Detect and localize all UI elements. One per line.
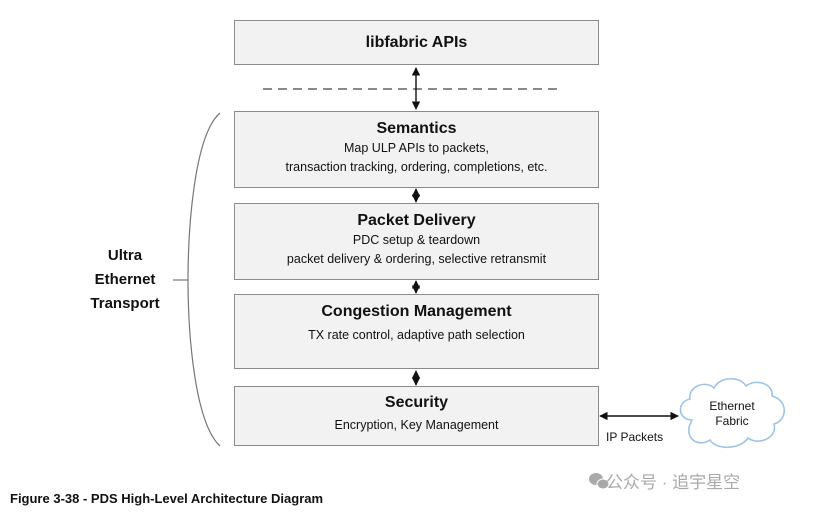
congestion-management-desc-line-1: TX rate control, adaptive path selection (308, 328, 525, 342)
ethernet-fabric-label: Ethernet Fabric (684, 399, 780, 429)
ultra-ethernet-transport-label: Ultra Ethernet Transport (80, 244, 170, 316)
ultra-ethernet-transport-brace (187, 112, 221, 447)
libfabric-apis-box: libfabric APIs (234, 20, 599, 65)
packet-delivery-title: Packet Delivery (357, 212, 476, 229)
packet-delivery-layer-box: Packet Delivery PDC setup & teardown pac… (234, 203, 599, 280)
semantics-title: Semantics (376, 120, 457, 137)
semantics-desc-line-2: transaction tracking, ordering, completi… (285, 160, 548, 174)
figure-caption: Figure 3-38 - PDS High-Level Architectur… (10, 491, 324, 506)
semantics-desc-line-1: Map ULP APIs to packets, (344, 141, 489, 155)
security-title: Security (384, 394, 449, 411)
ethernet-fabric-cloud (679, 377, 786, 449)
congestion-management-layer-box: Congestion Management TX rate control, a… (234, 294, 599, 369)
transport-label-line-3: Transport (90, 295, 160, 312)
packet-delivery-desc-line-2: packet delivery & ordering, selective re… (286, 252, 547, 266)
semantics-layer-box: Semantics Map ULP APIs to packets, trans… (234, 111, 599, 188)
watermark: 公众号 · 追宇星空 (582, 468, 740, 493)
security-layer-box: Security Encryption, Key Management (234, 386, 599, 446)
fabric-label-line-2: Fabric (715, 414, 749, 428)
transport-label-line-2: Ethernet (94, 271, 156, 288)
watermark-text: 公众号 · 追宇星空 (606, 473, 741, 492)
transport-label-line-1: Ultra (107, 247, 143, 264)
packet-delivery-desc-line-1: PDC setup & teardown (352, 233, 481, 247)
ip-packets-label: IP Packets (606, 430, 664, 444)
wechat-icon (589, 473, 610, 490)
security-desc-line-1: Encryption, Key Management (334, 418, 499, 432)
fabric-label-line-1: Ethernet (709, 399, 755, 413)
libfabric-apis-title: libfabric APIs (365, 34, 468, 51)
congestion-management-title: Congestion Management (321, 303, 512, 320)
